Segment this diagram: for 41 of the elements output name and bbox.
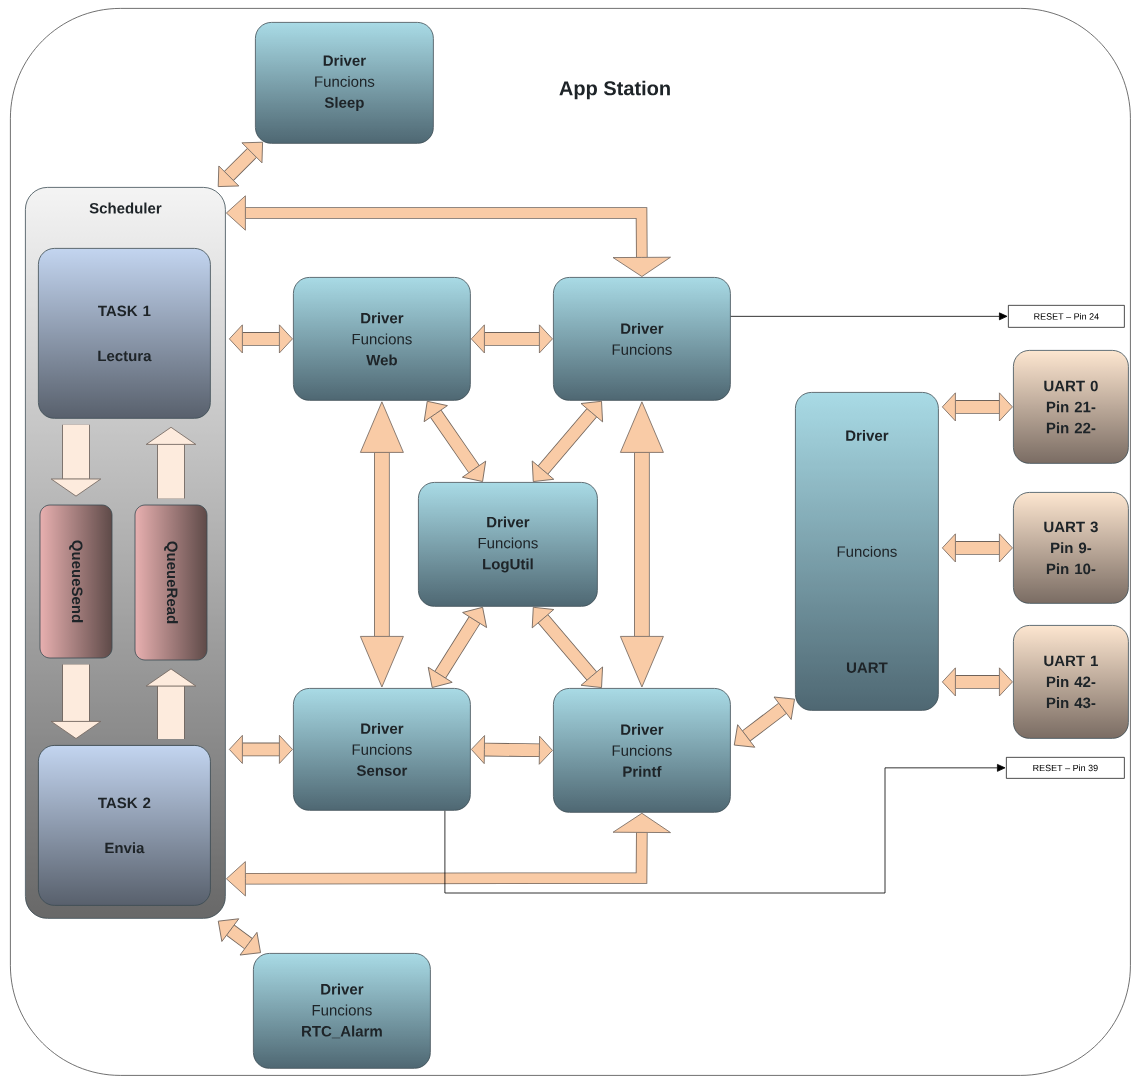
arrow — [444, 764, 1006, 894]
driver-box: Driver Funcions Web — [293, 277, 471, 401]
driver-box: Driver Funcions Sensor — [293, 688, 471, 811]
uart-port-box: UART 0 Pin 21- Pin 22- — [1013, 350, 1129, 464]
driver-box: Driver Funcions RTC_Alarm — [253, 953, 431, 1069]
driver-box: Driver Funcions Sleep — [255, 22, 434, 144]
arrow — [730, 312, 1008, 321]
block-arrow — [145, 668, 197, 739]
block-arrow — [50, 424, 102, 497]
block-arrow — [217, 918, 261, 956]
driver-box: Driver Funcions Printf — [553, 688, 731, 813]
driver-box: Driver Funcions LogUtil — [418, 482, 598, 607]
block-arrow — [228, 734, 293, 764]
block-arrow — [50, 664, 102, 739]
block-arrow — [470, 735, 553, 765]
block-arrow — [531, 606, 603, 688]
uart-port-box: UART 3 Pin 9- Pin 10- — [1013, 492, 1129, 604]
block-arrow — [226, 812, 671, 897]
block-arrow — [145, 426, 197, 499]
task-box: TASK 1 Lectura — [38, 248, 211, 419]
block-arrow — [733, 696, 795, 748]
block-arrow — [941, 533, 1013, 563]
block-arrow — [941, 667, 1013, 697]
queue-box: QueueSend — [39, 504, 113, 659]
block-arrow — [620, 401, 664, 688]
block-arrow — [531, 400, 603, 482]
block-arrow — [470, 324, 553, 354]
pin-label-box: RESET – Pin 24 — [1008, 305, 1125, 328]
block-arrow — [217, 141, 263, 187]
driver-box: Driver Funcions UART — [795, 392, 939, 711]
task-box: TASK 2 Envia — [38, 745, 211, 906]
block-arrow — [228, 324, 293, 354]
block-arrow — [226, 195, 671, 277]
block-arrow — [423, 400, 487, 482]
uart-port-box: UART 1 Pin 42- Pin 43- — [1013, 625, 1129, 739]
block-arrow — [941, 392, 1013, 422]
driver-box: Driver Funcions — [553, 277, 731, 401]
block-arrow — [360, 401, 404, 688]
pin-label-box: RESET – Pin 39 — [1006, 757, 1125, 779]
block-arrow — [427, 606, 487, 688]
queue-box: QueueRead — [134, 504, 208, 661]
